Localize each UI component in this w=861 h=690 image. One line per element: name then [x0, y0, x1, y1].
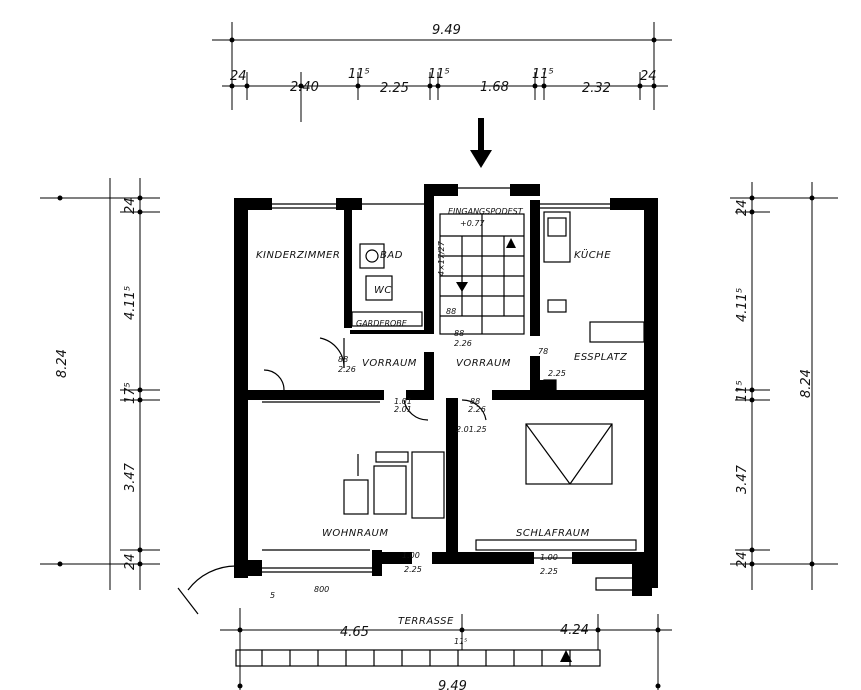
room-label-kueche: KÜCHE — [574, 248, 611, 261]
kitchen-fixtures — [543, 211, 645, 395]
right-segment-2: 4.11⁵ — [735, 288, 750, 322]
opening-label-3: 88 — [454, 329, 464, 338]
room-label-terrasse: TERRASSE — [398, 616, 454, 627]
right-dimension-chain: 8.24 24 4.11⁵ 11⁵ 3.47 24 — [730, 182, 838, 590]
opening-label-11: 2.01.25 — [456, 425, 487, 434]
opening-label-9: 1.00 — [540, 553, 558, 562]
opening-label-15: 2.25 — [548, 369, 566, 378]
top-segment-3: 11⁵ — [348, 67, 370, 82]
window-lines — [239, 187, 653, 573]
bed — [475, 423, 637, 551]
right-segment-3: 11⁵ — [735, 380, 750, 402]
opening-label-1: 88 — [338, 355, 348, 364]
stair-rise-label: 4×17/27 — [437, 240, 446, 276]
opening-label-7: 1.00 — [402, 551, 420, 560]
bottom-overall-dimension: 9.49 — [438, 679, 467, 690]
terrace-width-dimension: 4.65 — [340, 625, 369, 640]
left-segment-3: 17⁵ — [123, 382, 138, 404]
opening-label-8: 2.25 — [404, 565, 422, 574]
top-overall-dimension: 9.49 — [432, 23, 461, 38]
right-segment-4: 3.47 — [735, 464, 750, 494]
eingang-level: +0.77 — [460, 219, 485, 228]
room-label-vorraum-left: VORRAUM — [362, 358, 417, 369]
room-label-garderobe: GARDEROBE — [356, 319, 408, 328]
room-label-wohnraum: WOHNRAUM — [322, 528, 389, 539]
top-segment-9: 24 — [640, 69, 657, 84]
terrace-dimensions: 4.65 4.24 11⁵ 9.49 — [340, 623, 589, 690]
interior-walls — [234, 184, 658, 558]
left-overall-dimension: 8.24 — [55, 349, 70, 378]
top-segment-7: 11⁵ — [532, 67, 554, 82]
room-label-kinderzimmer: KINDERZIMMER — [256, 250, 340, 261]
top-dimension-chain: 9.49 24 2.40 11⁵ 2.25 11⁵ 1.68 11⁵ 2.32 … — [212, 22, 672, 122]
room-label-schlafraum: SCHLAFRAUM — [516, 528, 590, 539]
doors — [177, 337, 487, 615]
room-labels: KINDERZIMMER BAD WC GARDEROBE VORRAUM VO… — [256, 207, 628, 627]
room-label-bad: BAD — [380, 250, 403, 261]
top-segment-8: 2.32 — [582, 81, 611, 96]
left-segment-5: 24 — [123, 553, 138, 570]
top-segment-6: 1.68 — [480, 80, 509, 95]
top-segment-5: 11⁵ — [428, 67, 450, 82]
room-label-vorraum-center: VORRAUM — [456, 358, 511, 369]
bath-fixtures — [350, 243, 424, 334]
top-segment-1: 24 — [230, 69, 247, 84]
opening-label-12: 88 — [470, 397, 480, 406]
terrace-step-dimension: 11⁵ — [454, 637, 467, 646]
opening-label-18: 88 — [446, 307, 456, 316]
left-segment-4: 3.47 — [123, 462, 138, 492]
top-segment-4: 2.25 — [380, 81, 409, 96]
right-segment-1: 24 — [735, 199, 750, 216]
opening-label-14: 78 — [538, 347, 548, 356]
terrace — [220, 577, 672, 690]
entrance-arrow-icon — [470, 118, 492, 168]
living-room-furniture — [262, 401, 445, 551]
opening-label-2: 2.26 — [338, 365, 356, 374]
left-segment-1: 24 — [123, 197, 138, 214]
opening-label-16: 800 — [314, 585, 329, 594]
left-segment-2: 4.11⁵ — [123, 286, 138, 320]
room-label-essplatz: ESSPLATZ — [574, 352, 628, 363]
opening-label-5: 1.01 — [394, 397, 412, 406]
opening-label-17: 5 — [270, 591, 275, 600]
opening-label-10: 2.25 — [540, 567, 558, 576]
opening-label-13: 2.26 — [468, 405, 486, 414]
opening-label-4: 2.26 — [454, 339, 472, 348]
opening-labels: 88 2.26 88 2.26 1.01 2.01 1.00 2.25 1.00… — [270, 240, 566, 600]
right-overall-dimension: 8.24 — [799, 369, 814, 398]
room-label-wc: WC — [374, 285, 392, 296]
staircase — [439, 213, 525, 335]
top-segment-2: 2.40 — [290, 80, 319, 95]
right-segment-5: 24 — [735, 551, 750, 568]
opening-label-6: 2.01 — [394, 405, 412, 414]
left-dimension-chain: 8.24 24 4.11⁵ 17⁵ 3.47 24 — [40, 178, 160, 590]
room-label-eingangspodest: EINGANGSPODEST — [448, 207, 524, 216]
terrace-right-dimension: 4.24 — [560, 623, 589, 638]
